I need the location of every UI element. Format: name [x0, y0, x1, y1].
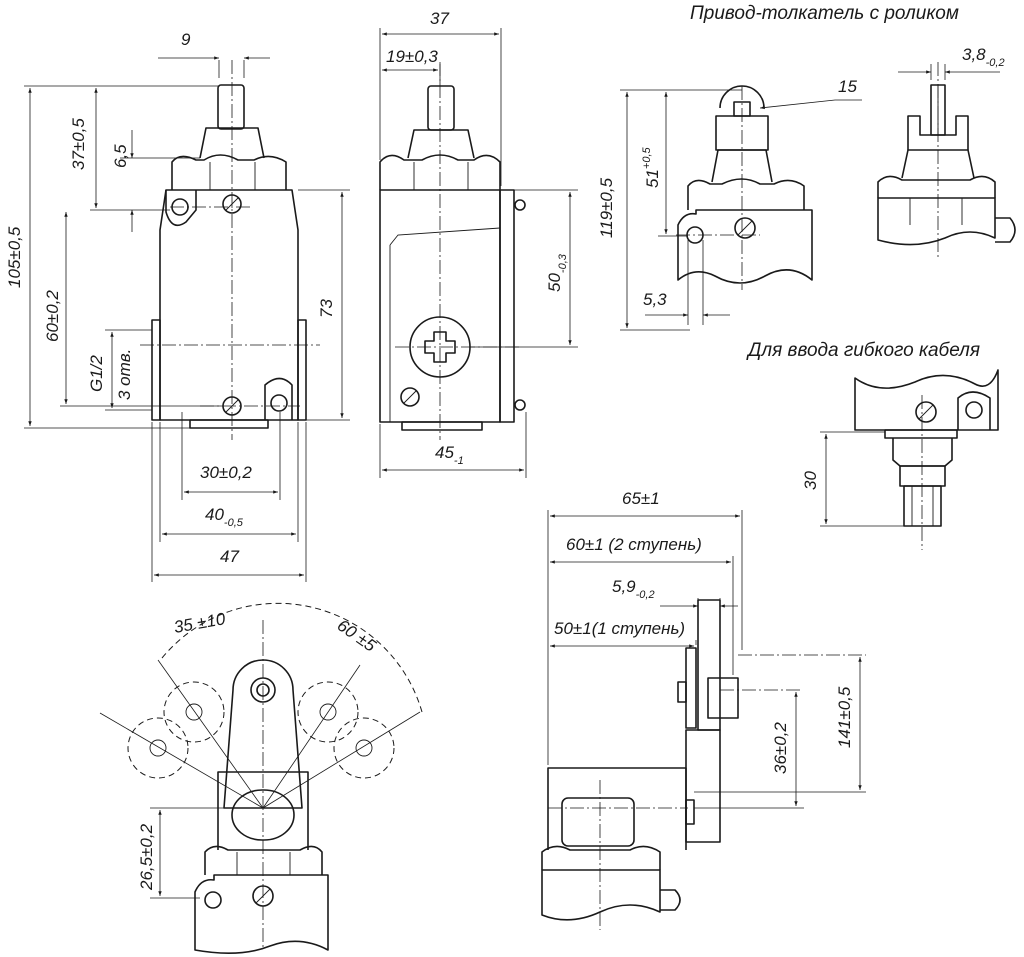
dim-60-1: 60±1 (2 ступень)	[566, 535, 702, 554]
dim-40: 40-0,5	[205, 505, 244, 529]
dim-60: 60±0,2	[43, 290, 62, 342]
dim-141: 141±0,5	[835, 686, 854, 748]
dim-35-10: 35 ±10	[172, 609, 227, 637]
dim-119: 119±0,5	[597, 177, 616, 238]
dim-26-5: 26,5±0,2	[137, 823, 156, 891]
heading-roller-plunger: Привод-толкатель с роликом	[690, 3, 959, 24]
dim-73: 73	[317, 299, 336, 318]
dim-36: 36±0,2	[771, 722, 790, 774]
front-view	[140, 60, 320, 440]
cable-entry-view: 30	[801, 369, 999, 550]
dim-50-1: 50±1(1 ступень)	[554, 619, 685, 638]
dim-51: 51+0,5	[641, 146, 662, 188]
dim-30: 30±0,2	[200, 463, 252, 482]
dim-g12: G1/2	[87, 355, 106, 392]
dim-19: 19±0,3	[386, 47, 438, 66]
roller-plunger-front	[676, 85, 813, 290]
dim-9: 9	[181, 30, 191, 49]
dim-65: 65±1	[622, 489, 660, 508]
dim-30-cable: 30	[801, 471, 820, 490]
dim-37-top: 37	[430, 9, 449, 28]
dim-50: 50-0,3	[545, 253, 569, 292]
front-view-dimensions: 9 105±0,5 37±0,5 6,5 60±0,2 G1/2 3 отв. …	[5, 30, 350, 582]
side-view-dimensions: 37 19±0,3 50-0,3 45-1	[379, 9, 578, 478]
dim-3holes: 3 отв.	[115, 349, 134, 400]
roller-plunger-side: 3,8-0,2	[877, 45, 1016, 260]
roller-plunger-front-dimensions: 119±0,5 51+0,5 15 5,3	[597, 77, 862, 331]
dim-45: 45-1	[435, 443, 464, 467]
dim-105: 105±0,5	[5, 226, 24, 288]
dim-6-5: 6,5	[111, 144, 130, 168]
dim-5-9: 5,9-0,2	[612, 577, 655, 601]
dim-5-3: 5,3	[643, 290, 667, 309]
dim-47: 47	[220, 547, 239, 566]
dim-37: 37±0,5	[69, 118, 88, 170]
lever-side-dimensions: 65±1 60±1 (2 ступень) 5,9-0,2 50±1(1 сту…	[547, 489, 866, 809]
lever-side-view	[541, 599, 866, 930]
dim-3-8: 3,8-0,2	[962, 45, 1005, 69]
dim-60-5: 60 ±5	[334, 616, 380, 656]
dim-15: 15	[838, 77, 857, 96]
lever-front-view: 26,5±0,2 35 ±10 60 ±5	[99, 602, 423, 954]
heading-cable-entry: Для ввода гибкого кабеля	[746, 340, 980, 361]
side-view	[379, 62, 526, 440]
